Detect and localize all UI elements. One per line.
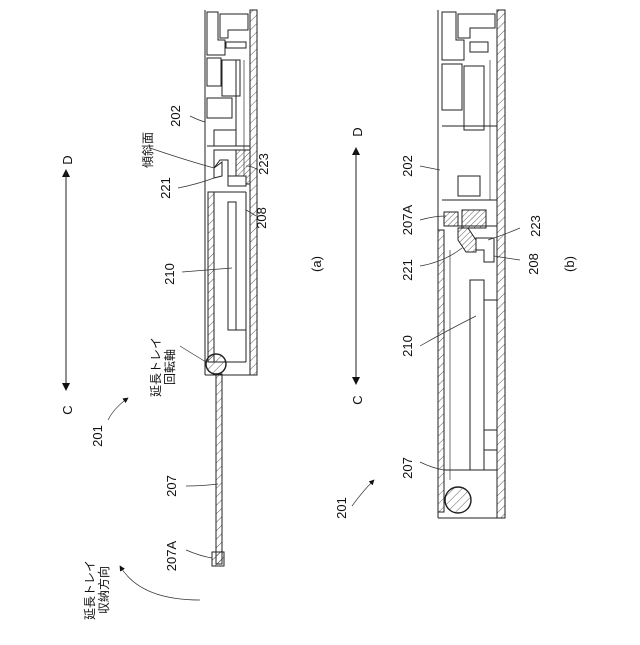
leaders-b bbox=[352, 166, 520, 506]
caption-b: (b) bbox=[562, 256, 577, 272]
label-201-a: 201 bbox=[90, 425, 105, 447]
c-label-a: C bbox=[60, 405, 75, 414]
c-label-b: C bbox=[350, 395, 365, 404]
label-210-b: 210 bbox=[400, 335, 415, 357]
label-stow-line2: 収納方向 bbox=[96, 566, 111, 614]
labels-a: 202 傾斜面 223 221 208 210 延長トレイ 回転軸 201 20… bbox=[83, 105, 324, 620]
label-207A-b: 207A bbox=[400, 204, 415, 235]
d-label-b: D bbox=[350, 127, 365, 136]
leaders-a bbox=[108, 116, 258, 600]
label-221-b: 221 bbox=[400, 259, 415, 281]
label-201-b: 201 bbox=[334, 497, 349, 519]
d-label-a: D bbox=[60, 155, 75, 164]
direction-arrow-a: D C bbox=[60, 155, 75, 414]
figure-a: D C 202 傾斜面 223 221 208 210 延長トレイ 回転軸 bbox=[60, 10, 324, 620]
label-207A-a: 207A bbox=[164, 540, 179, 571]
label-207-b: 207 bbox=[400, 457, 415, 479]
label-208-b: 208 bbox=[526, 253, 541, 275]
label-210-a: 210 bbox=[162, 263, 177, 285]
labels-b: 202 207A 223 221 208 (b) 210 207 201 bbox=[334, 155, 577, 519]
label-223-a: 223 bbox=[256, 153, 271, 175]
label-pivot-line1: 延長トレイ bbox=[149, 337, 163, 397]
tray-207-a bbox=[212, 374, 224, 566]
label-slope-face: 傾斜面 bbox=[141, 132, 155, 168]
tray-body-a bbox=[208, 192, 246, 362]
pivot-shaft-b bbox=[445, 487, 471, 513]
label-223-b: 223 bbox=[528, 215, 543, 237]
direction-arrow-b: D C bbox=[350, 127, 365, 404]
label-stow-line1: 延長トレイ bbox=[83, 560, 97, 620]
label-208-a: 208 bbox=[254, 207, 269, 229]
label-202-a: 202 bbox=[168, 105, 183, 127]
figure-b: D C 202 207A 223 221 208 (b) 210 207 201 bbox=[334, 10, 577, 519]
label-pivot-line2: 回転軸 bbox=[163, 349, 177, 385]
caption-a: (a) bbox=[309, 256, 324, 272]
label-207-a: 207 bbox=[164, 475, 179, 497]
pivot-shaft-a bbox=[206, 354, 226, 374]
label-221-a: 221 bbox=[158, 177, 173, 199]
label-202-b: 202 bbox=[400, 155, 415, 177]
housing-b bbox=[438, 10, 505, 518]
